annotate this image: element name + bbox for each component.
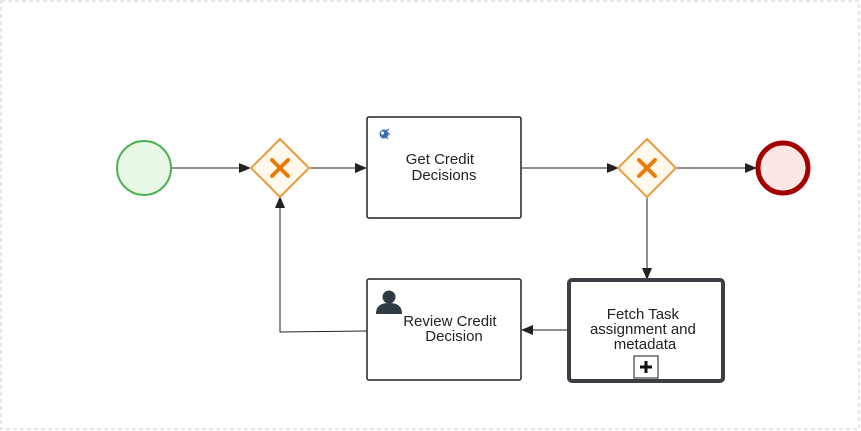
start-event[interactable] (116, 140, 172, 196)
task-label-line: Review Credit (403, 313, 497, 330)
task-label-line: metadata (614, 336, 677, 353)
task-get-credit-decisions[interactable]: Get Credit Decisions (366, 116, 522, 219)
task-label: Get Credit Decisions (406, 151, 479, 184)
end-event[interactable] (755, 140, 811, 196)
task-label: Review Credit Decision (403, 313, 501, 345)
subprocess-plus-icon[interactable] (633, 355, 659, 379)
task-label-line: Get Credit (406, 151, 475, 168)
task-review-credit-decision[interactable]: Review Credit Decision (366, 278, 522, 381)
task-label: Fetch Task assignment and metadata (590, 306, 700, 353)
sequence-flows (172, 163, 757, 335)
task-label-line: Decision (425, 328, 483, 345)
service-task-icon (379, 128, 390, 140)
x-marker-icon (637, 158, 657, 178)
subprocess-box (567, 278, 725, 383)
task-label-line: Fetch Task (607, 306, 680, 323)
user-icon (376, 290, 402, 314)
task-label-line: assignment and (590, 321, 696, 338)
exclusive-gateway-2[interactable] (616, 137, 678, 199)
flow-review-to-gateway-1[interactable] (275, 196, 368, 333)
x-marker-icon (270, 158, 290, 178)
task-label-line: Decisions (411, 167, 476, 184)
exclusive-gateway-1[interactable] (249, 137, 311, 199)
task-box (366, 116, 522, 219)
subprocess-fetch-task-assignment[interactable]: Fetch Task assignment and metadata (567, 278, 725, 383)
task-box (366, 278, 522, 381)
